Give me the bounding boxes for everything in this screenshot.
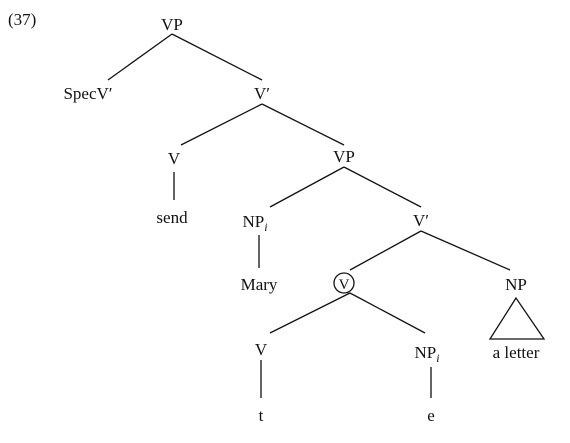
node-spec: SpecV′ — [63, 84, 112, 103]
node-np-mary: NPi — [242, 212, 267, 234]
node-np-letter: NP — [505, 275, 527, 294]
node-vbar-top: V′ — [254, 84, 270, 103]
edge-vcircle-v — [269, 292, 351, 334]
node-t: t — [259, 406, 264, 425]
node-mary: Mary — [241, 275, 278, 294]
edge-vbar2-np — [420, 230, 511, 271]
edge-vbar-vp — [261, 103, 345, 146]
edge-vp-spec — [107, 33, 173, 81]
circle-marker — [333, 272, 355, 294]
edge-vp-vbar2 — [343, 166, 422, 208]
node-vp-mid: VP — [333, 147, 355, 166]
tree-edges — [107, 33, 546, 398]
example-number: (37) — [8, 10, 36, 29]
node-v-t: V — [255, 340, 268, 359]
node-np-e: NPi — [414, 343, 439, 365]
node-v-send: V — [168, 149, 181, 168]
node-a-letter: a letter — [493, 343, 540, 362]
node-e: e — [427, 406, 435, 425]
node-v-circled: V — [339, 277, 350, 293]
edge-vp-vbar — [171, 33, 263, 81]
edge-vbar2-vcircle — [349, 230, 422, 271]
edge-vbar-v — [180, 103, 263, 146]
tree-labels: VP SpecV′ V′ V send VP NPi Mary V′ V NP … — [63, 15, 539, 425]
edge-vcircle-np — [349, 292, 426, 334]
node-vbar-mid: V′ — [413, 211, 429, 230]
triangle-abbreviation — [488, 296, 546, 340]
node-vp-top: VP — [161, 15, 183, 34]
edge-vp-np — [269, 166, 345, 208]
node-send: send — [156, 208, 188, 227]
